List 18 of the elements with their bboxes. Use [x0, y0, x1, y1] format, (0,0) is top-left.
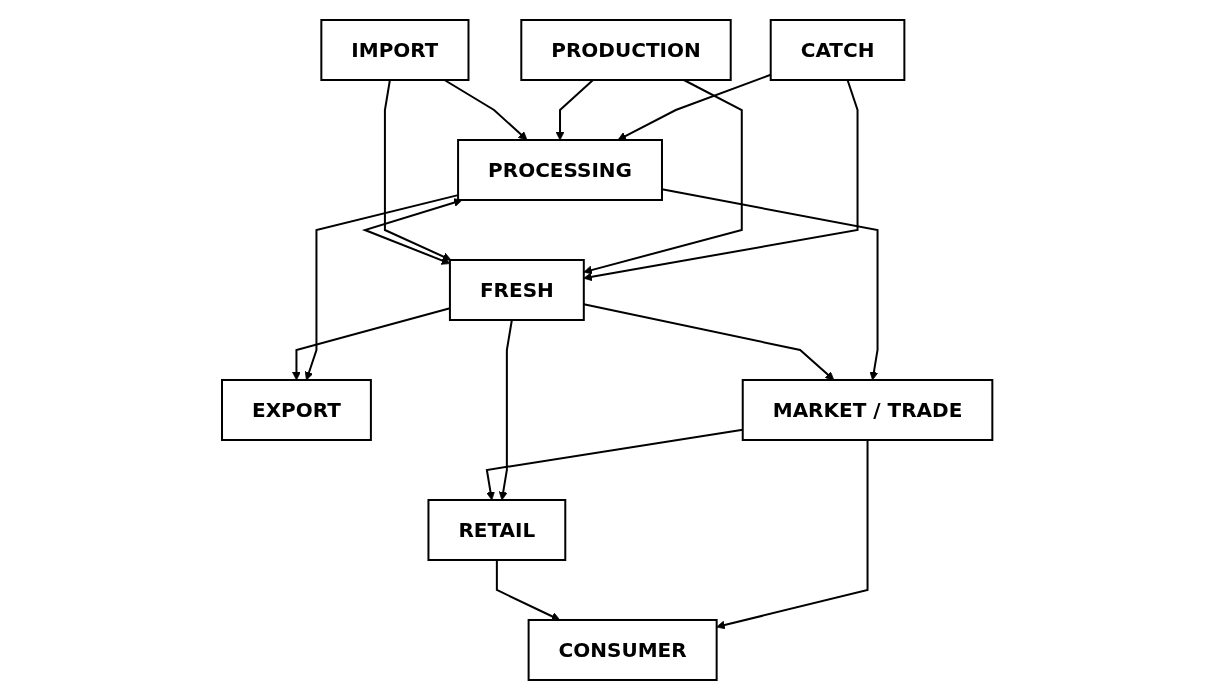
- node-box: FRESH: [448, 259, 585, 321]
- arrow: [383, 79, 452, 261]
- arrow: [443, 79, 528, 141]
- arrow: [498, 319, 513, 501]
- arrow: [361, 198, 463, 265]
- node-box: MARKET / TRADE: [741, 379, 994, 441]
- node-box: PROCESSING: [456, 139, 663, 201]
- node-box: RETAIL: [427, 499, 567, 561]
- arrow: [583, 79, 859, 282]
- arrow: [583, 79, 743, 275]
- node-box: PRODUCTION: [520, 19, 732, 81]
- node-box: EXPORT: [220, 379, 372, 441]
- arrow: [495, 559, 560, 621]
- node-box: CONSUMER: [527, 619, 718, 681]
- node-box: IMPORT: [320, 19, 470, 81]
- arrow: [555, 79, 594, 141]
- arrow: [716, 439, 869, 630]
- node-box: CATCH: [769, 19, 906, 81]
